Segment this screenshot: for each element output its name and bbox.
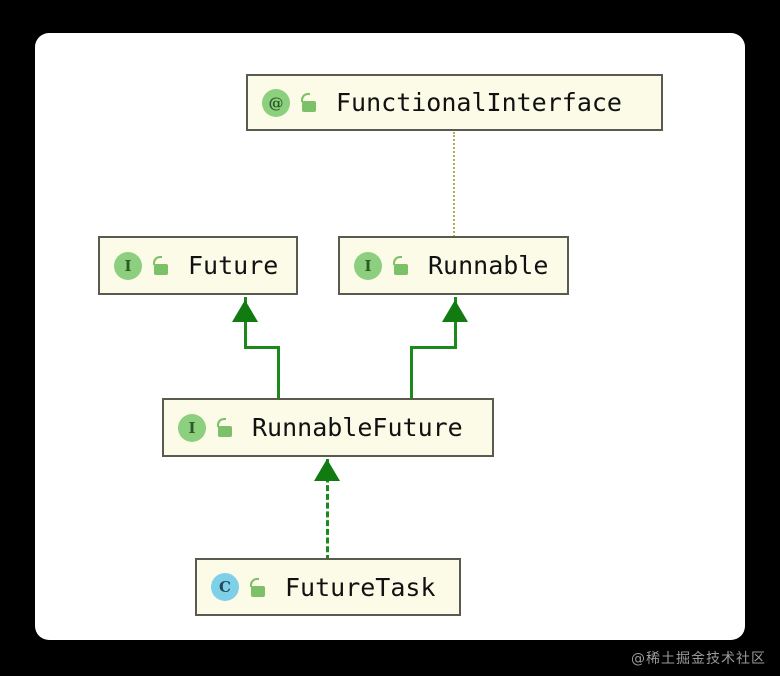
edge-runnablefuture-runnable-segment	[410, 346, 457, 349]
interface-badge-icon: I	[114, 251, 142, 280]
node-runnablefuture[interactable]: I RunnableFuture	[162, 398, 494, 457]
node-title: FutureTask	[285, 572, 436, 602]
unlock-icon	[300, 93, 318, 112]
node-future[interactable]: I Future	[98, 236, 298, 295]
node-title: Runnable	[428, 251, 549, 280]
annotation-badge-icon: @	[262, 88, 290, 117]
edge-futuretask-runnablefuture	[326, 459, 329, 561]
watermark: @稀土掘金技术社区	[631, 651, 766, 667]
inheritance-arrow-icon	[442, 300, 468, 322]
node-futuretask[interactable]: C FutureTask	[195, 558, 461, 616]
edge-functionalinterface-runnable	[453, 132, 455, 237]
node-title: Future	[188, 251, 279, 280]
edge-runnablefuture-runnable-segment	[410, 346, 413, 401]
unlock-icon	[152, 256, 170, 275]
edge-runnablefuture-future-segment	[244, 297, 247, 349]
class-badge-icon: C	[211, 573, 239, 601]
node-title: RunnableFuture	[252, 413, 463, 442]
node-runnable[interactable]: I Runnable	[338, 236, 569, 295]
unlock-icon	[392, 256, 410, 275]
unlock-icon	[216, 418, 234, 437]
edge-runnablefuture-future-segment	[244, 346, 280, 349]
inheritance-arrow-icon	[232, 300, 258, 322]
node-functionalinterface[interactable]: @ FunctionalInterface	[246, 74, 663, 131]
diagram-canvas: @ FunctionalInterface I Future I Runnabl…	[35, 33, 745, 640]
interface-badge-icon: I	[354, 251, 382, 280]
unlock-icon	[249, 577, 267, 597]
realization-arrow-icon	[314, 459, 340, 481]
edge-runnablefuture-runnable-segment	[454, 297, 457, 349]
interface-badge-icon: I	[178, 413, 206, 442]
node-title: FunctionalInterface	[336, 88, 622, 117]
edge-runnablefuture-future-segment	[277, 346, 280, 401]
